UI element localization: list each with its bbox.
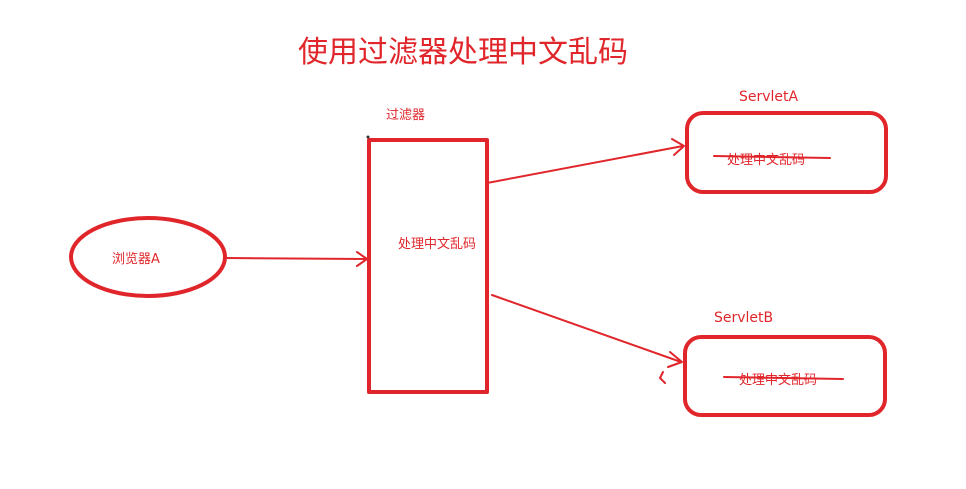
servlet-b-box	[683, 335, 887, 417]
arrow-filter-to-servlet-b	[491, 294, 683, 368]
filter-title: 过滤器	[386, 108, 426, 123]
browser-ellipse	[69, 216, 227, 298]
filter-corner-dot	[366, 135, 370, 139]
filter-body-text: 处理中文乱码	[398, 237, 477, 252]
servlet-b-strike	[723, 376, 844, 380]
arrow-browser-to-filter	[225, 251, 368, 267]
diagram-title: 使用过滤器处理中文乱码	[298, 35, 628, 70]
servlet-b-title: ServletB	[714, 310, 774, 326]
stray-mark	[659, 371, 666, 384]
servlet-a-title: ServletA	[739, 89, 799, 105]
servlet-a-strike	[713, 155, 831, 159]
arrow-filter-to-servlet-a	[486, 138, 685, 184]
filter-box	[367, 138, 489, 394]
browser-label: 浏览器A	[112, 252, 160, 267]
servlet-b-body-text: 处理中文乱码	[739, 373, 818, 388]
servlet-a-body-text: 处理中文乱码	[727, 153, 806, 168]
servlet-a-box	[685, 111, 888, 194]
